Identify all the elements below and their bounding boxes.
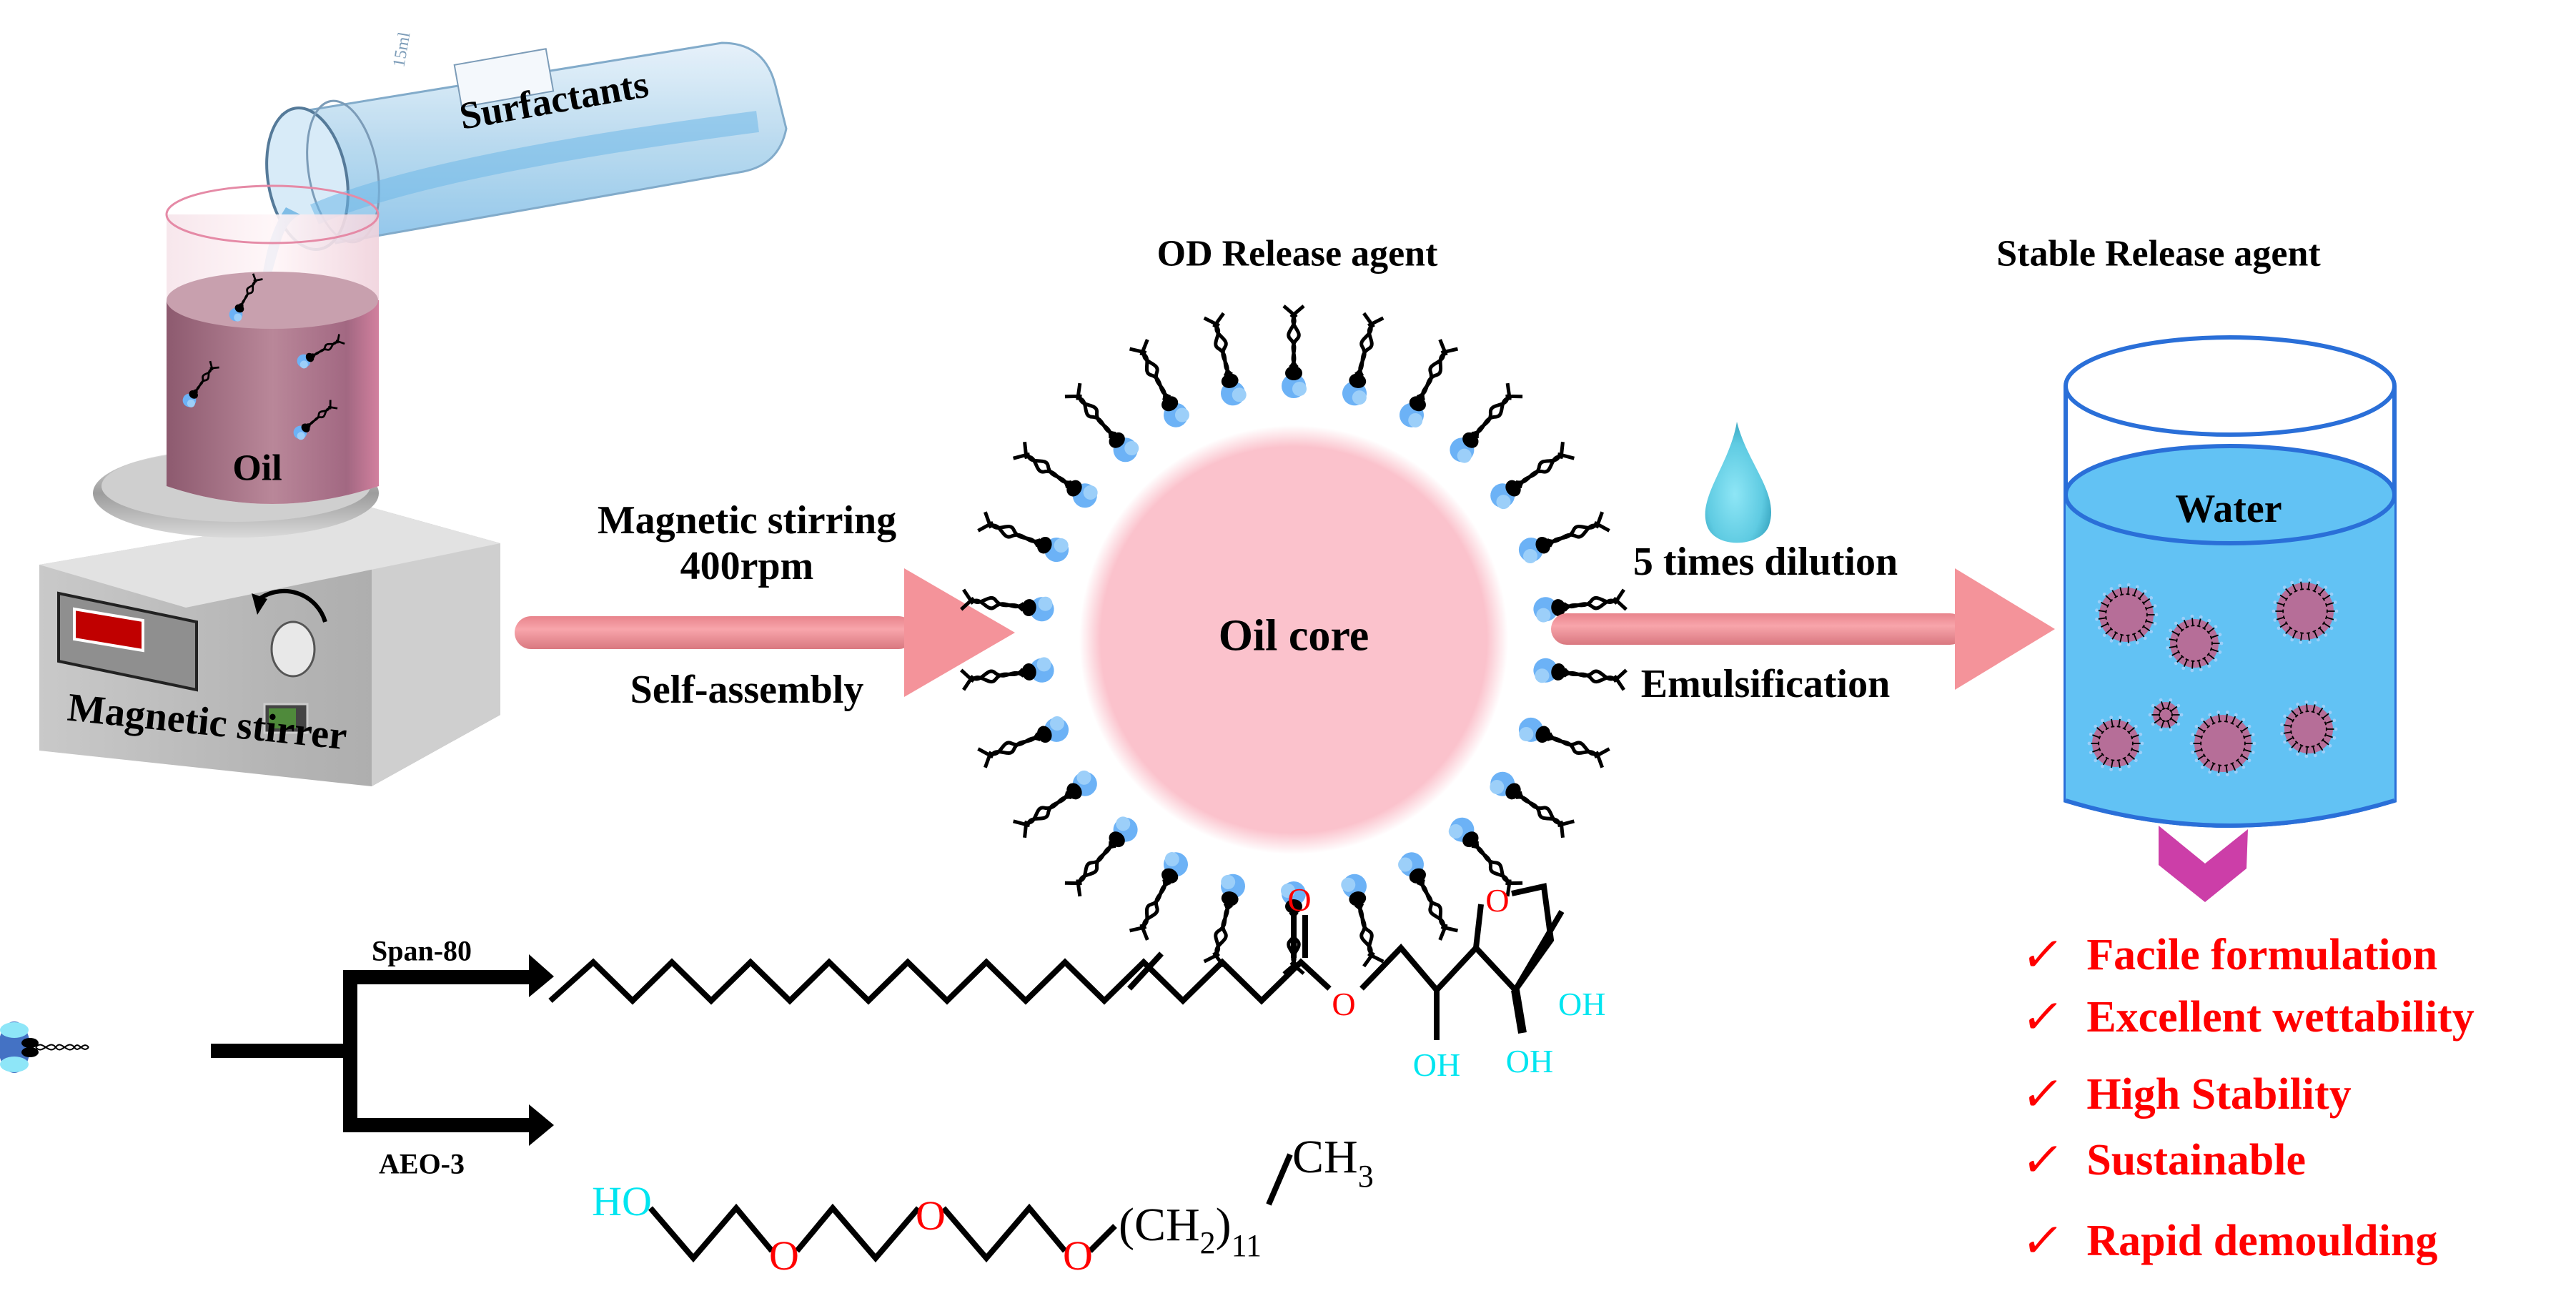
benefit-text: Rapid demoulding: [2086, 1216, 2438, 1265]
emulsion-droplet: [2189, 709, 2257, 778]
oil-label: Oil: [232, 447, 282, 489]
tube-volume-mark: 15ml: [390, 31, 414, 69]
emulsion-droplet: [2086, 714, 2145, 773]
water-label: Water: [2175, 487, 2282, 531]
oil-beaker: [165, 184, 380, 504]
surfactant-molecule: [977, 510, 1072, 566]
down-chevron-icon: [2159, 826, 2248, 902]
surfactant-molecule: [1339, 312, 1386, 408]
magnetic-stirring-label: Magnetic stirring: [597, 498, 897, 543]
atom-carbonyl-o: O: [1287, 881, 1311, 918]
od-release-agent-title: OD Release agent: [1156, 233, 1438, 274]
surfactant-molecule: [1064, 381, 1144, 467]
check-icon: ✓: [2018, 991, 2067, 1044]
surfactant-molecule-icon: [0, 1021, 89, 1073]
benefit-text: Sustainable: [2086, 1135, 2306, 1184]
surfactant-molecule: [1127, 848, 1192, 941]
surfactant-molecule: [977, 713, 1072, 770]
stirring-speed-label: 400rpm: [680, 544, 814, 588]
atom-ether-o-1: O: [769, 1232, 799, 1279]
surfactant-molecule: [1202, 312, 1249, 408]
benefit-item: ✓ High Stability: [2018, 1067, 2352, 1122]
span80-label: Span-80: [371, 934, 472, 967]
surfactant-molecule: [961, 656, 1055, 692]
atom-ester-o: O: [1332, 986, 1355, 1022]
surfactant-molecule: [1515, 510, 1610, 566]
water-beaker: [2064, 335, 2397, 828]
benefit-item: ✓ Sustainable: [2018, 1132, 2306, 1188]
surfactant-molecule: [1063, 812, 1143, 898]
surfactant-molecule: [1012, 440, 1102, 513]
surfactant-molecule: [1282, 306, 1307, 398]
benefit-text: Facile formulation: [2086, 930, 2438, 979]
check-icon: ✓: [2018, 1134, 2067, 1187]
speed-knob: [270, 620, 316, 678]
surfactant-molecule: [1394, 848, 1460, 941]
process-arrow-2: [1551, 568, 2055, 690]
surfactant-molecule: [1486, 440, 1576, 513]
check-icon: ✓: [2018, 929, 2067, 981]
atom-ho: HO: [592, 1178, 652, 1225]
atom-oh-2: OH: [1413, 1047, 1460, 1083]
atom-ether-o-3: O: [1063, 1232, 1093, 1279]
benefit-text: High Stability: [2086, 1069, 2352, 1119]
atom-ether-o-2: O: [916, 1192, 946, 1239]
surfactant-molecule: [1128, 338, 1193, 431]
atom-oh-1: OH: [1558, 986, 1605, 1022]
emulsion-droplet: [2279, 699, 2339, 759]
check-icon: ✓: [2018, 1069, 2067, 1121]
ch3-group: CH3: [1292, 1131, 1374, 1194]
aeo3-structure: [648, 1153, 1293, 1263]
emulsion-droplet: [2147, 697, 2184, 733]
rotation-arrow-icon: [256, 588, 327, 623]
emulsion-droplets: [2086, 577, 2339, 778]
benefit-item: ✓ Rapid demoulding: [2018, 1213, 2438, 1269]
surfactant-molecule: [1515, 714, 1610, 771]
surfactant-molecule: [1485, 767, 1575, 840]
benefit-item: ✓ Excellent wettability: [2018, 989, 2475, 1045]
self-assembly-label: Self-assembly: [630, 668, 864, 712]
oil-core-label: Oil core: [1218, 611, 1369, 661]
surfactant-tube: [262, 41, 788, 281]
check-icon: ✓: [2018, 1215, 2067, 1267]
water-drop-icon: [1705, 422, 1772, 543]
surfactant-molecule: [1395, 339, 1460, 432]
atom-oh-3: OH: [1506, 1043, 1553, 1079]
surfactant-molecule: [1445, 813, 1525, 899]
benefit-item: ✓ Facile formulation: [2018, 927, 2438, 983]
surfactant-molecule: [1011, 766, 1101, 839]
emulsion-droplet: [2094, 582, 2159, 648]
branch-arrow: [211, 954, 554, 1146]
aeo3-label: AEO-3: [379, 1147, 465, 1180]
atom-ring-o: O: [1485, 882, 1509, 919]
surfactant-molecule: [1532, 657, 1626, 693]
surfactant-molecule: [1445, 382, 1525, 468]
stable-release-agent-title: Stable Release agent: [1996, 233, 2321, 274]
surfactant-molecule: [1202, 871, 1248, 967]
benefit-text: Excellent wettability: [2086, 992, 2475, 1042]
emulsification-label: Emulsification: [1640, 662, 1891, 706]
surfactant-molecule: [1339, 871, 1385, 967]
emulsion-droplet: [2271, 577, 2339, 645]
process-arrow-1: [515, 568, 1015, 697]
oil-core-micelle: [961, 306, 1627, 974]
dilution-label: 5 times dilution: [1633, 540, 1898, 584]
emulsion-droplet: [2164, 613, 2224, 673]
ch2-repeat-unit: (CH2)11: [1119, 1199, 1262, 1263]
oil-core: [1079, 425, 1508, 854]
span80-structure: [548, 883, 1565, 1040]
